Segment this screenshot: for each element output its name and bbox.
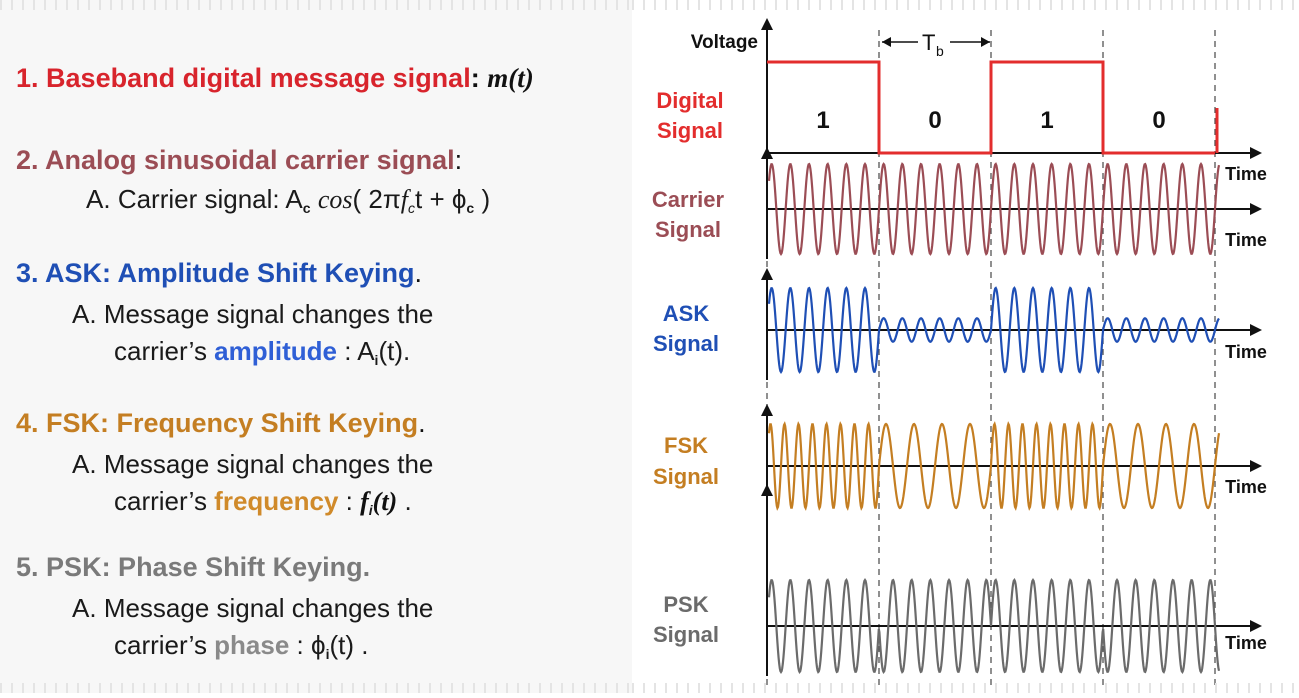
row-label-ask-l2: Signal — [653, 331, 719, 356]
voltage-label: Voltage — [691, 32, 758, 53]
time-label-2: Time — [1225, 342, 1267, 362]
digital-signal-trace — [767, 60, 1215, 155]
item-fsk: 4. FSK: Frequency Shift Keying. — [16, 408, 426, 438]
time-label-0: Time — [1225, 164, 1267, 184]
time-axis-arrow-1 — [1250, 203, 1262, 215]
fsk-signal-trace — [767, 421, 1221, 511]
psk-description: A. Message signal changes the carrier’s … — [72, 593, 434, 662]
item-ask: 3. ASK: Amplitude Shift Keying. — [16, 258, 423, 288]
bit-value-3: 1 — [1040, 107, 1053, 134]
tb-label: T — [922, 30, 935, 55]
time-label-4: Time — [1225, 633, 1267, 653]
time-axis-arrow-4 — [1250, 620, 1262, 632]
row-label-ask: ASK Signal — [653, 301, 719, 356]
bottom-dotted-border — [0, 683, 632, 693]
vertical-axis-arrow-2 — [761, 268, 773, 280]
time-axis-arrow-3 — [1250, 460, 1262, 472]
item-psk: 5. PSK: Phase Shift Keying. — [16, 552, 371, 582]
modulation-diagram: Digital Signal Carrier Signal ASK Signal… — [652, 18, 1267, 688]
row-label-carrier: Carrier Signal — [652, 187, 725, 242]
carrier-formula: A. Carrier signal: Ac cos( 2πfct + ϕc ) — [86, 184, 491, 216]
row-label-fsk-l1: FSK — [664, 433, 708, 458]
notes-panel: 1. Baseband digital message signal: m(t)… — [0, 0, 632, 693]
row-label-psk-l2: Signal — [653, 622, 719, 647]
bit-value-1: 1 — [816, 107, 829, 134]
tb-subscript: b — [936, 43, 944, 59]
diagram-panel: Digital Signal Carrier Signal ASK Signal… — [632, 0, 1299, 693]
row-label-digital: Digital Signal — [656, 88, 723, 143]
item-baseband: 1. Baseband digital message signal: m(t) — [16, 63, 534, 93]
bit-value-2: 0 — [928, 107, 941, 134]
top-dotted-border — [0, 0, 632, 10]
row-label-carrier-l1: Carrier — [652, 187, 725, 212]
row-label-fsk: FSK Signal — [653, 433, 719, 489]
psk-signal-trace — [767, 578, 1221, 674]
waveforms — [767, 60, 1221, 674]
voltage-axis-arrow — [761, 18, 773, 30]
top-dotted-border-right — [632, 0, 1299, 10]
bit-period-annotation: T b — [882, 30, 990, 59]
ask-signal-trace — [767, 286, 1220, 374]
ask-description: A. Message signal changes the carrier’s … — [72, 299, 434, 368]
item-carrier: 2. Analog sinusoidal carrier signal: — [16, 145, 463, 175]
fsk-description: A. Message signal changes the carrier’s … — [72, 449, 434, 518]
vertical-axis-arrow-3 — [761, 404, 773, 416]
time-label-3: Time — [1225, 477, 1267, 497]
row-label-psk-l1: PSK — [663, 592, 708, 617]
bit-value-4: 0 — [1152, 107, 1165, 134]
vertical-axis-arrow-4 — [761, 484, 773, 496]
time-axis-arrow-0 — [1250, 147, 1262, 159]
row-label-digital-l1: Digital — [656, 88, 723, 113]
row-label-carrier-l2: Signal — [655, 217, 721, 242]
bottom-dotted-border-right — [632, 683, 1299, 693]
row-label-fsk-l2: Signal — [653, 464, 719, 489]
row-label-ask-l1: ASK — [663, 301, 710, 326]
bit-values: 1 0 1 0 — [816, 107, 1165, 134]
row-label-digital-l2: Signal — [657, 118, 723, 143]
carrier-signal-trace — [767, 162, 1221, 256]
row-label-psk: PSK Signal — [653, 592, 719, 647]
time-axis-arrow-2 — [1250, 324, 1262, 336]
time-label-1: Time — [1225, 230, 1267, 250]
